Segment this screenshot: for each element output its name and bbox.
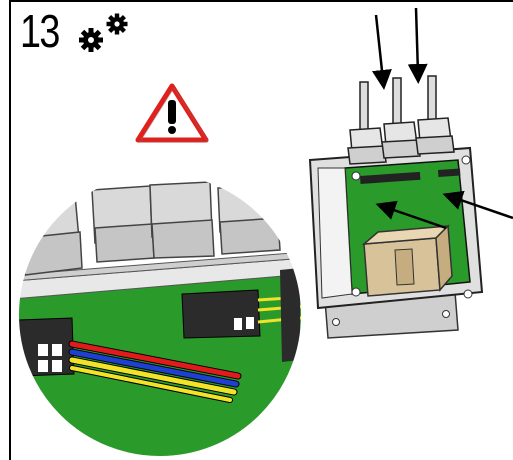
warning-triangle-icon <box>135 83 209 143</box>
connector-left <box>18 317 75 377</box>
gears-icon <box>79 13 128 52</box>
zoom-detail-circle <box>17 172 303 458</box>
step-number: 13 <box>20 5 60 57</box>
transformer <box>361 224 453 297</box>
cable-glands <box>347 75 455 165</box>
wires <box>68 340 242 403</box>
arrows <box>371 7 513 230</box>
enclosure-box <box>308 75 484 339</box>
instruction-frame <box>9 0 513 460</box>
